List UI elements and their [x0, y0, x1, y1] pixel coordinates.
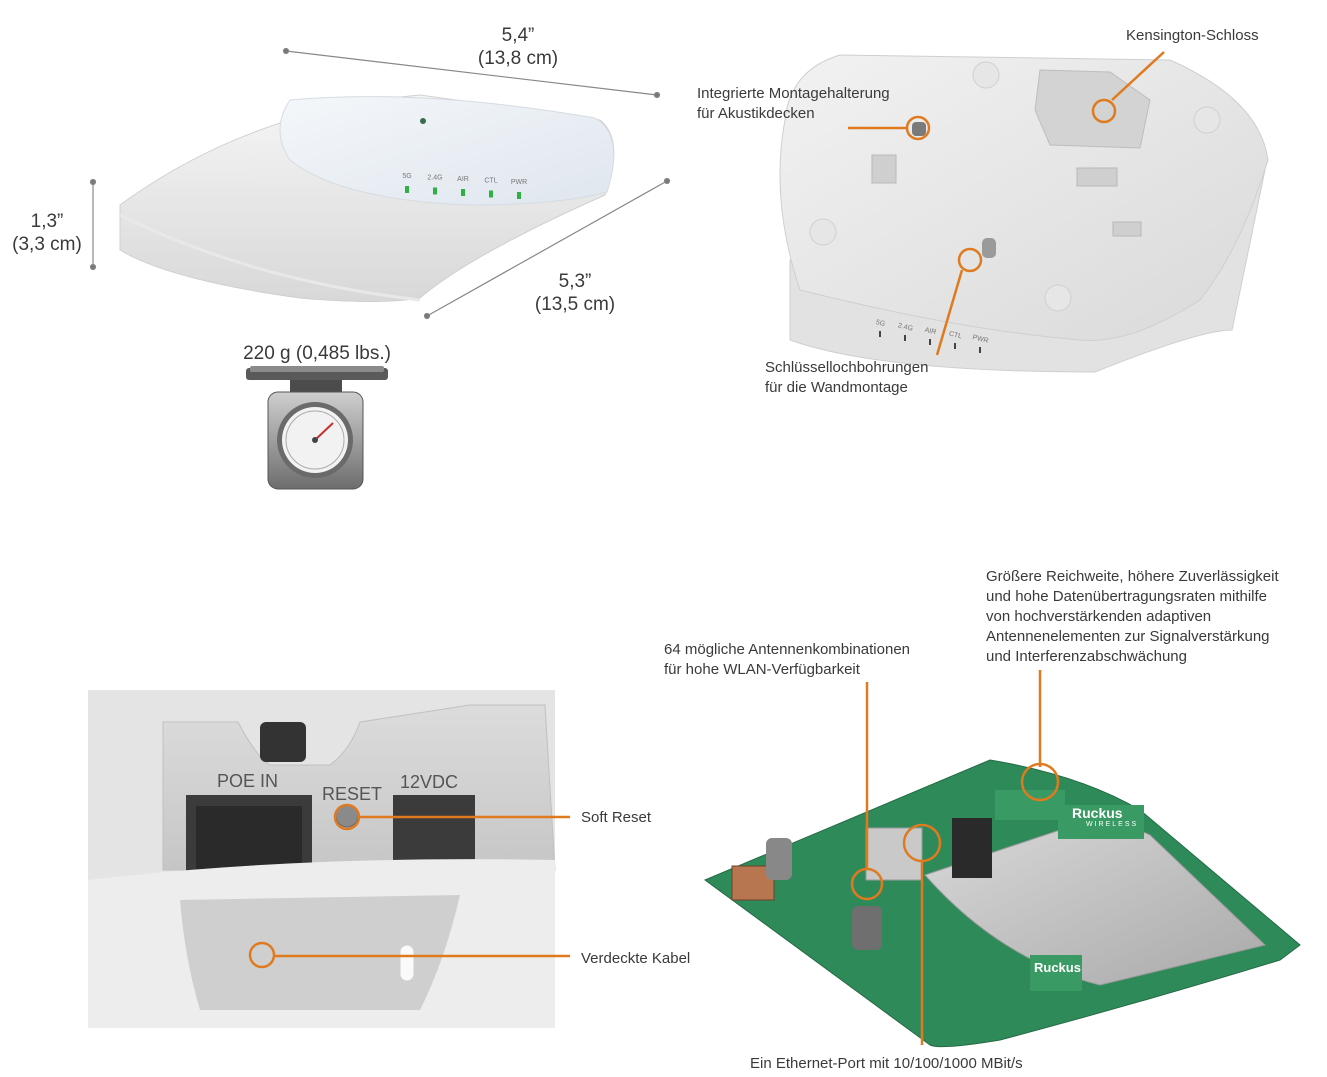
antenna-combinations-label: 64 mögliche Antennenkombinationen für ho… — [664, 640, 910, 680]
height-cm: (3,3 cm) — [12, 234, 82, 255]
back-led-label: PWR — [972, 334, 990, 345]
ceiling-mount-line-2: für Akustikdecken — [697, 105, 815, 122]
front-led-indicator — [433, 187, 437, 195]
range-label: Größere Reichweite, höhere Zuverlässigke… — [986, 567, 1279, 667]
device-back-image — [779, 54, 1269, 373]
range-line-5: und Interferenzabschwächung — [986, 648, 1187, 665]
antenna-line-1: 64 mögliche Antennenkombinationen — [664, 641, 911, 658]
width-inches: 5,4” — [501, 25, 535, 46]
keyholes-line-1: Schlüssellochbohrungen — [765, 359, 929, 376]
width-dimension: 5,4” (13,8 cm) — [458, 24, 578, 70]
range-line-3: von hochverstärkenden adaptiven — [986, 608, 1212, 625]
front-led-label: 2.4G — [427, 175, 442, 182]
board-brand-logo: Ruckus WIRELESS — [1072, 806, 1138, 829]
dc-port-label: 12VDC — [400, 772, 459, 792]
keyholes-label: Schlüssellochbohrungen für die Wandmonta… — [765, 358, 928, 398]
dimension-lines — [89, 47, 671, 320]
front-led-row: 5G 2.4G AIR CTL PWR — [402, 173, 527, 199]
front-led-indicator — [489, 190, 493, 198]
pcb-board-image — [703, 759, 1301, 1048]
device-front-image — [119, 94, 615, 302]
back-led-label: 5G — [875, 319, 886, 328]
back-led-window — [954, 343, 956, 349]
reset-port-label: RESET — [322, 784, 383, 804]
front-led-label: 5G — [402, 173, 411, 180]
soft-reset-label: Soft Reset — [581, 809, 652, 826]
back-led-window — [979, 347, 981, 353]
back-led-window — [904, 335, 906, 341]
scale-icon — [246, 366, 388, 490]
antenna-line-2: für hohe WLAN-Verfügbarkeit — [664, 661, 860, 678]
back-led-window — [929, 339, 931, 345]
front-led-indicator — [461, 189, 465, 196]
board-brand-logo-2: Ruckus — [1034, 960, 1081, 975]
board-brand-sub: WIRELESS — [1086, 821, 1139, 828]
width-cm: (13,8 cm) — [477, 48, 559, 69]
back-led-label: AIR — [924, 327, 937, 337]
depth-cm: (13,5 cm) — [534, 294, 616, 315]
board-brand-name: Ruckus — [1072, 805, 1123, 821]
kensington-lock-label: Kensington-Schloss — [1126, 27, 1259, 44]
back-led-label: 2.4G — [897, 322, 913, 332]
ceiling-mount-line-1: Integrierte Montagehalterung — [697, 85, 890, 102]
height-inches: 1,3” — [30, 211, 64, 232]
back-led-window — [879, 331, 881, 337]
ceiling-mount-label: Integrierte Montagehalterung für Akustik… — [697, 84, 890, 124]
back-led-row: 5G 2.4G AIR CTL PWR — [875, 319, 989, 353]
range-line-2: und hohe Datenübertragungsraten mithilfe — [986, 588, 1268, 605]
front-led-label: AIR — [457, 176, 469, 183]
front-led-label: PWR — [511, 179, 527, 186]
poe-in-port-label: POE IN — [217, 771, 279, 791]
depth-dimension: 5,3” (13,5 cm) — [515, 270, 635, 316]
front-led-indicator — [517, 192, 521, 199]
front-led-label: CTL — [484, 178, 497, 185]
front-led-indicator — [405, 186, 409, 193]
callout-lines — [248, 51, 1165, 1045]
keyholes-line-2: für die Wandmontage — [765, 379, 908, 396]
range-line-4: Antennenelementen zur Signalverstärkung — [986, 628, 1270, 645]
back-led-label: CTL — [948, 331, 963, 341]
range-line-1: Größere Reichweite, höhere Zuverlässigke… — [986, 568, 1279, 585]
weight-label: 220 g (0,485 lbs.) — [243, 343, 391, 364]
hidden-cables-label: Verdeckte Kabel — [581, 950, 691, 967]
port-closeup-image — [88, 690, 556, 1028]
height-dimension: 1,3” (3,3 cm) — [4, 210, 90, 256]
ethernet-port-label: Ein Ethernet-Port mit 10/100/1000 MBit/s — [750, 1055, 1023, 1072]
depth-inches: 5,3” — [558, 271, 592, 292]
